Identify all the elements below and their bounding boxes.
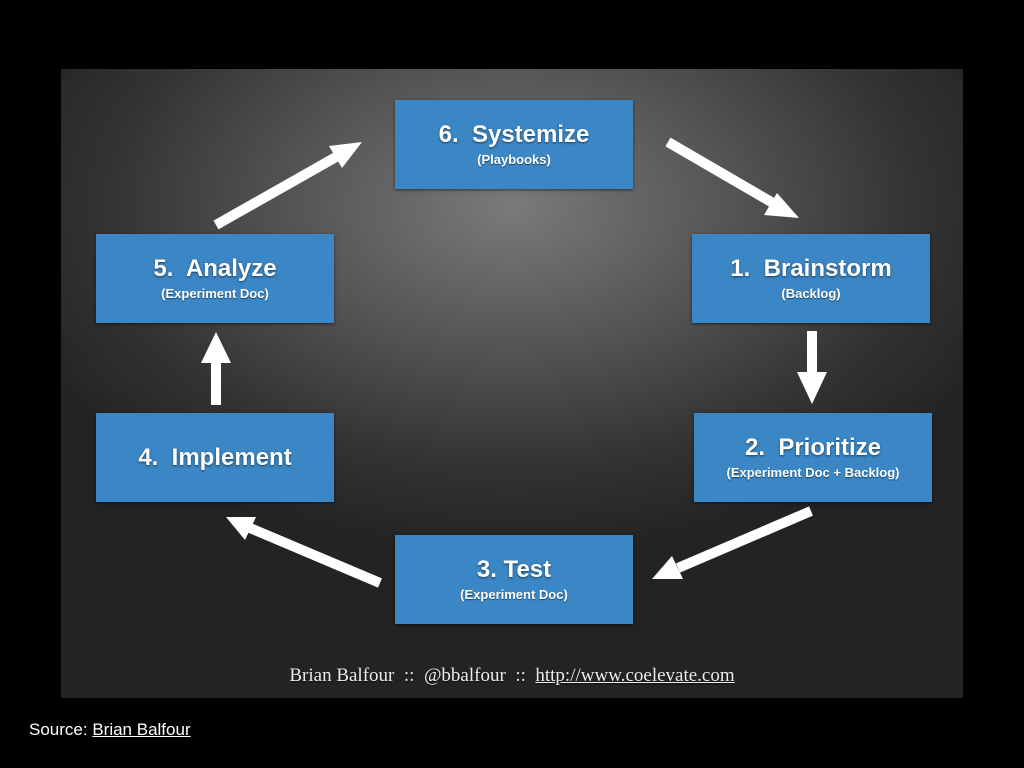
step-test-title: 3. Test: [476, 556, 552, 583]
diagram-panel: 6. Systemize (Playbooks) 1. Brainstorm (…: [61, 69, 963, 698]
diagram-byline: Brian Balfour :: @bbalfour :: http://www…: [61, 665, 963, 687]
byline-handle: @bbalfour: [423, 665, 506, 686]
source-label: Source:: [29, 720, 88, 739]
step-brainstorm-title: 1. Brainstorm: [730, 255, 892, 282]
step-systemize-title: 6. Systemize: [438, 121, 590, 148]
step-prioritize-title: 2. Prioritize: [744, 434, 882, 461]
arrow-brainstorm-to-prioritize: [797, 331, 827, 404]
arrow-analyze-to-systemize: [213, 142, 362, 230]
step-test-box: 3. Test (Experiment Doc): [395, 535, 633, 624]
step-brainstorm-box: 1. Brainstorm (Backlog): [692, 234, 930, 323]
source-link[interactable]: Brian Balfour: [92, 720, 191, 739]
arrow-prioritize-to-test: [652, 506, 813, 579]
byline-url: http://www.coelevate.com: [535, 665, 735, 686]
byline-separator: ::: [515, 665, 526, 686]
arrow-test-to-implement: [226, 517, 382, 588]
step-prioritize-box: 2. Prioritize (Experiment Doc + Backlog): [694, 413, 932, 502]
step-analyze-subtitle: (Experiment Doc): [161, 286, 269, 301]
byline-separator: ::: [403, 665, 415, 686]
arrow-systemize-to-brainstorm: [665, 137, 799, 218]
step-implement-box: 4. Implement: [96, 413, 334, 502]
byline-author: Brian Balfour: [289, 665, 395, 686]
step-systemize-box: 6. Systemize (Playbooks): [395, 100, 633, 189]
arrow-implement-to-analyze: [201, 332, 231, 405]
step-test-subtitle: (Experiment Doc): [460, 587, 568, 602]
step-prioritize-subtitle: (Experiment Doc + Backlog): [726, 465, 900, 480]
step-analyze-box: 5. Analyze (Experiment Doc): [96, 234, 334, 323]
source-caption: Source: Brian Balfour: [29, 720, 191, 740]
step-analyze-title: 5. Analyze: [153, 255, 277, 282]
step-systemize-subtitle: (Playbooks): [477, 152, 551, 167]
flow-arrows: [201, 137, 827, 588]
step-implement-title: 4. Implement: [138, 443, 292, 471]
step-brainstorm-subtitle: (Backlog): [781, 286, 841, 301]
